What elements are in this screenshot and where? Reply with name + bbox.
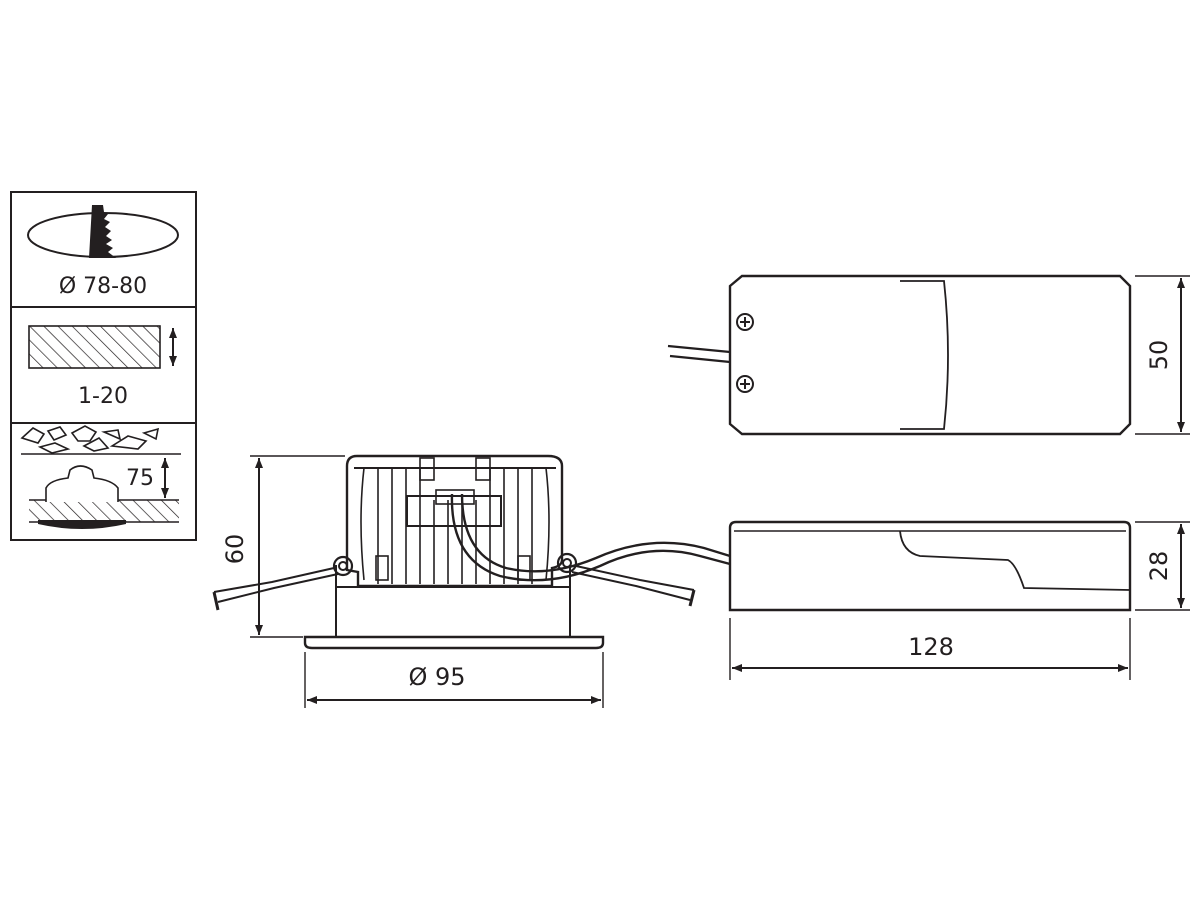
legend-frame bbox=[10, 191, 197, 541]
recess-depth-label: 75 bbox=[126, 466, 154, 491]
driver-width-label: 50 bbox=[1145, 340, 1173, 371]
driver-height-label: 28 bbox=[1145, 551, 1173, 582]
cutout-diameter-label: Ø 78-80 bbox=[59, 274, 147, 299]
downlight-height-dimension bbox=[250, 455, 345, 638]
cutout-icon bbox=[27, 205, 179, 258]
driver-side-view bbox=[728, 520, 1132, 612]
driver-width-dimension bbox=[1135, 275, 1190, 435]
recess-depth-icon bbox=[20, 425, 181, 529]
ceiling-thickness-label: 1-20 bbox=[78, 384, 128, 409]
downlight-diameter-dimension bbox=[304, 652, 604, 708]
driver-height-dimension bbox=[1135, 521, 1190, 611]
downlight-diameter-label: Ø 95 bbox=[408, 663, 465, 691]
ceiling-thickness-icon bbox=[28, 325, 177, 369]
driver-length-dimension bbox=[729, 618, 1131, 680]
driver-terminal-screw-icon bbox=[736, 375, 754, 393]
driver-length-label: 128 bbox=[908, 633, 954, 661]
downlight-side-view bbox=[212, 454, 731, 650]
downlight-height-label: 60 bbox=[221, 534, 249, 565]
install-info-panel bbox=[10, 191, 197, 541]
driver-top-view bbox=[667, 274, 1132, 436]
driver-terminal-screw-icon bbox=[736, 313, 754, 331]
